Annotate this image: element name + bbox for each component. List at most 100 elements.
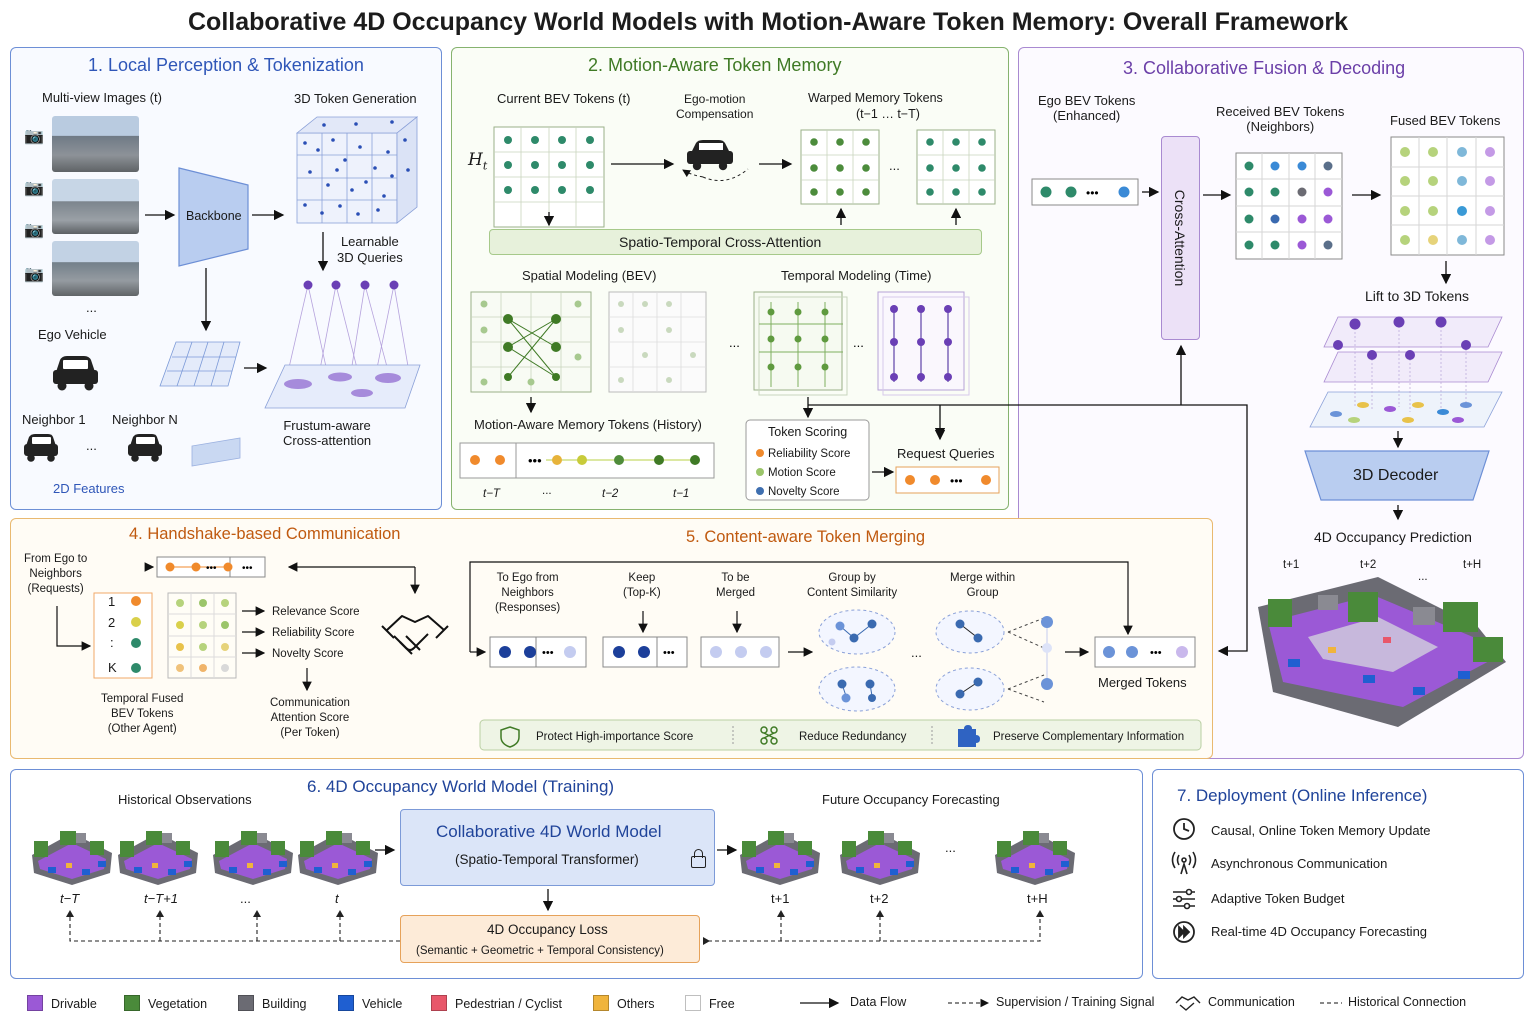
fused-bev-grid	[1390, 136, 1505, 256]
protect-label: Protect High-importance Score	[536, 731, 694, 743]
reduce-label: Reduce Redundancy	[799, 731, 907, 743]
novelty-score-label: Novelty Score	[768, 486, 840, 498]
camera-icon: 📷	[24, 266, 44, 283]
future-tick: t+H	[1027, 891, 1048, 906]
camera-image	[52, 179, 139, 234]
spatio-temporal-attention-label: Spatio-Temporal Cross-Attention	[619, 234, 822, 250]
frustum-label: Frustum-aware Cross-attention	[283, 418, 372, 448]
legend-free: Free	[685, 995, 735, 1011]
svg-text:•••: •••	[206, 563, 217, 574]
learnable-queries-label: Learnable 3D Queries	[337, 234, 403, 265]
temporal-grid-2	[877, 291, 970, 396]
ego-car-icon	[687, 140, 733, 171]
panel1-graphics	[24, 116, 421, 467]
camera-image	[52, 241, 139, 296]
score-matrix	[167, 592, 237, 679]
historical-obs-label: Historical Observations	[118, 792, 252, 807]
ego-motion-label: Ego-motion Compensation	[676, 92, 754, 121]
warped-grid-1	[800, 129, 880, 205]
merged-strip: •••	[1094, 636, 1196, 668]
memory-strip: •••	[459, 442, 715, 479]
panel4-graphics: ••• •••	[56, 556, 449, 692]
mem-tick-label: t−T	[483, 488, 500, 500]
received-bev-label: Received BEV Tokens (Neighbors)	[1216, 104, 1345, 134]
multiview-label: Multi-view Images (t)	[42, 90, 162, 105]
agent-rows-box	[93, 592, 153, 679]
world-model-sub: (Spatio-Temporal Transformer)	[455, 852, 639, 867]
mem-tick-label: t−1	[673, 488, 690, 500]
fast-forward-icon	[1173, 921, 1195, 943]
puzzle-icon	[958, 725, 980, 747]
similarity-groups	[818, 609, 896, 712]
panel5-title: 5. Content-aware Token Merging	[686, 528, 926, 546]
svg-text:...: ...	[729, 335, 740, 350]
decoder-block	[1304, 450, 1490, 501]
warped-label: Warped Memory Tokens	[808, 91, 943, 105]
request-queries-label: Request Queries	[897, 446, 995, 461]
broadcast-icon	[1171, 851, 1197, 875]
ellipsis: ...	[86, 300, 97, 315]
neighbor1-label: Neighbor 1	[22, 412, 86, 427]
responses-strip: •••	[489, 636, 587, 668]
shield-icon	[500, 726, 520, 748]
panel-deployment	[1152, 769, 1524, 979]
backbone-label: Backbone	[186, 209, 242, 223]
ellipsis: ...	[889, 158, 900, 173]
deploy-item: Adaptive Token Budget	[1211, 891, 1345, 906]
legend-supervision: Supervision / Training Signal	[996, 995, 1155, 1009]
mem-tick-label: t−2	[602, 488, 619, 500]
legend-vegetation: Vegetation	[124, 995, 207, 1011]
temporal-modeling-label: Temporal Modeling (Time)	[781, 268, 932, 283]
panel7-icons	[1171, 818, 1197, 943]
to-merge-strip	[700, 636, 780, 668]
row-sep: :	[110, 635, 114, 650]
occupancy-prediction-scene	[1258, 577, 1506, 727]
loss-sub: (Semantic + Geometric + Temporal Consist…	[416, 945, 664, 957]
panel1-title: 1. Local Perception & Tokenization	[88, 55, 364, 75]
preserve-label: Preserve Complementary Information	[993, 731, 1185, 743]
warped-range-label: (t−1 … t−T)	[856, 107, 920, 121]
nodes-icon	[760, 726, 778, 745]
svg-text:•••: •••	[950, 474, 963, 488]
token-points	[303, 120, 410, 216]
legend-line-icons	[800, 996, 1342, 1011]
ego-vehicle-icon	[53, 356, 98, 391]
pred-tick-label: t+2	[1360, 559, 1377, 571]
camera-icon: 📷	[24, 180, 44, 197]
hist-tick: t−T+1	[144, 891, 178, 906]
world-model-title: Collaborative 4D World Model	[436, 822, 662, 841]
reliability-score-label-4: Reliability Score	[272, 627, 355, 639]
future-forecast-label: Future Occupancy Forecasting	[822, 792, 1000, 807]
spatial-modeling-label: Spatial Modeling (BEV)	[522, 268, 657, 283]
panel3-graphics: •••	[1031, 136, 1506, 727]
step-responses-label: To Ego from Neighbors (Responses)	[495, 572, 561, 614]
legend-pedestrian: Pedestrian / Cyclist	[431, 995, 562, 1011]
row-1: 1	[108, 594, 116, 609]
ht-symbol: Ht	[468, 150, 488, 173]
camera-icon: 📷	[24, 222, 44, 239]
occupancy-prediction-label: 4D Occupancy Prediction	[1314, 529, 1472, 545]
token-scoring-box	[745, 419, 870, 501]
request-strip: ••• •••	[156, 556, 266, 578]
backbone-block	[178, 167, 249, 267]
panel4-title: 4. Handshake-based Communication	[129, 525, 401, 543]
svg-text:•••: •••	[663, 647, 675, 659]
step-keep-label: Keep (Top-K)	[623, 572, 661, 599]
request-queries-strip: •••	[895, 466, 1000, 494]
cross-attention-block	[1161, 136, 1200, 340]
deploy-item: Asynchronous Communication	[1211, 856, 1388, 871]
svg-text:•••: •••	[528, 453, 542, 468]
legend-drivable: Drivable	[27, 995, 97, 1011]
camera-icon: 📷	[24, 128, 44, 145]
legend-data-flow: Data Flow	[850, 995, 907, 1009]
svg-text:•••: •••	[1150, 647, 1162, 659]
merged-tokens-label: Merged Tokens	[1098, 675, 1187, 690]
future-tick: t+2	[870, 891, 889, 906]
keep-strip: •••	[602, 636, 688, 668]
reliability-score-label: Reliability Score	[768, 448, 851, 460]
hist-tick: ...	[240, 891, 251, 906]
step-merge-label: To be Merged	[716, 572, 755, 599]
loss-block	[400, 915, 700, 963]
legend-building: Building	[238, 995, 306, 1011]
ellipsis: ...	[911, 645, 922, 660]
